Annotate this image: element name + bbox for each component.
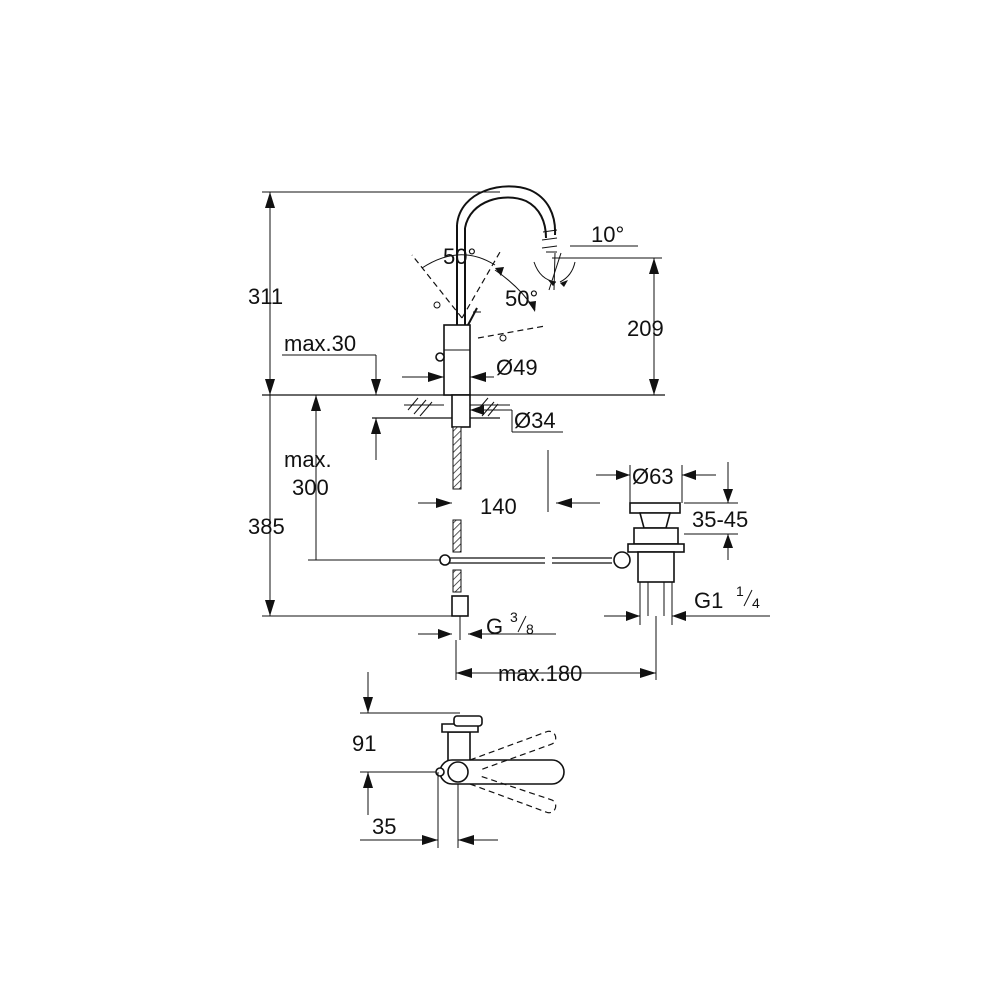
hose-lower-right bbox=[452, 569, 462, 593]
lever-swing-ray-down bbox=[477, 325, 546, 339]
lever-knob bbox=[435, 352, 445, 362]
spout-arc-outer bbox=[456, 185, 557, 236]
label-d34: Ø34 bbox=[514, 408, 556, 433]
label-g38: G bbox=[486, 614, 503, 639]
plan-swing-down bbox=[469, 775, 557, 814]
label-35: 35 bbox=[372, 814, 396, 839]
label-max300-b: 300 bbox=[292, 475, 329, 500]
spout-arc-inner bbox=[464, 196, 547, 239]
plan-view bbox=[360, 672, 565, 848]
side-elevation bbox=[262, 185, 770, 680]
label-91: 91 bbox=[352, 731, 376, 756]
hose-connector bbox=[451, 595, 469, 617]
label-g38-num: 3 bbox=[510, 609, 518, 625]
label-209: 209 bbox=[627, 316, 664, 341]
lever-swing-ray-right bbox=[461, 251, 501, 319]
waste-valve bbox=[613, 502, 685, 616]
label-angle-right: 50° bbox=[505, 286, 538, 311]
label-max180: max.180 bbox=[498, 661, 582, 686]
label-d49: Ø49 bbox=[496, 355, 538, 380]
hose-lower-left bbox=[452, 519, 462, 553]
popup-pivot bbox=[439, 554, 451, 566]
plan-swing-up bbox=[469, 730, 557, 771]
label-max300-a: max. bbox=[284, 447, 332, 472]
label-35-45: 35-45 bbox=[692, 507, 748, 532]
spout-nozzle bbox=[541, 229, 558, 253]
hose-upper bbox=[452, 426, 462, 490]
label-g114: G1 bbox=[694, 588, 723, 613]
lever-handle bbox=[467, 307, 478, 326]
label-g114-den: 4 bbox=[752, 595, 760, 611]
faucet-body bbox=[443, 324, 471, 396]
label-angle-left: 50° bbox=[443, 244, 476, 269]
mounting-shank bbox=[451, 394, 471, 428]
label-g38-den: 8 bbox=[526, 621, 534, 637]
label-angle-tilt: 10° bbox=[591, 222, 624, 247]
label-311: 311 bbox=[248, 284, 283, 309]
plan-spout bbox=[439, 759, 565, 785]
label-140: 140 bbox=[480, 494, 517, 519]
label-d63: Ø63 bbox=[632, 464, 674, 489]
label-g114-num: 1 bbox=[736, 583, 744, 599]
label-max30: max.30 bbox=[284, 331, 356, 356]
label-385: 385 bbox=[248, 514, 285, 539]
lever-angle-arc bbox=[421, 254, 496, 269]
lever-swing-ray-left bbox=[411, 254, 463, 319]
